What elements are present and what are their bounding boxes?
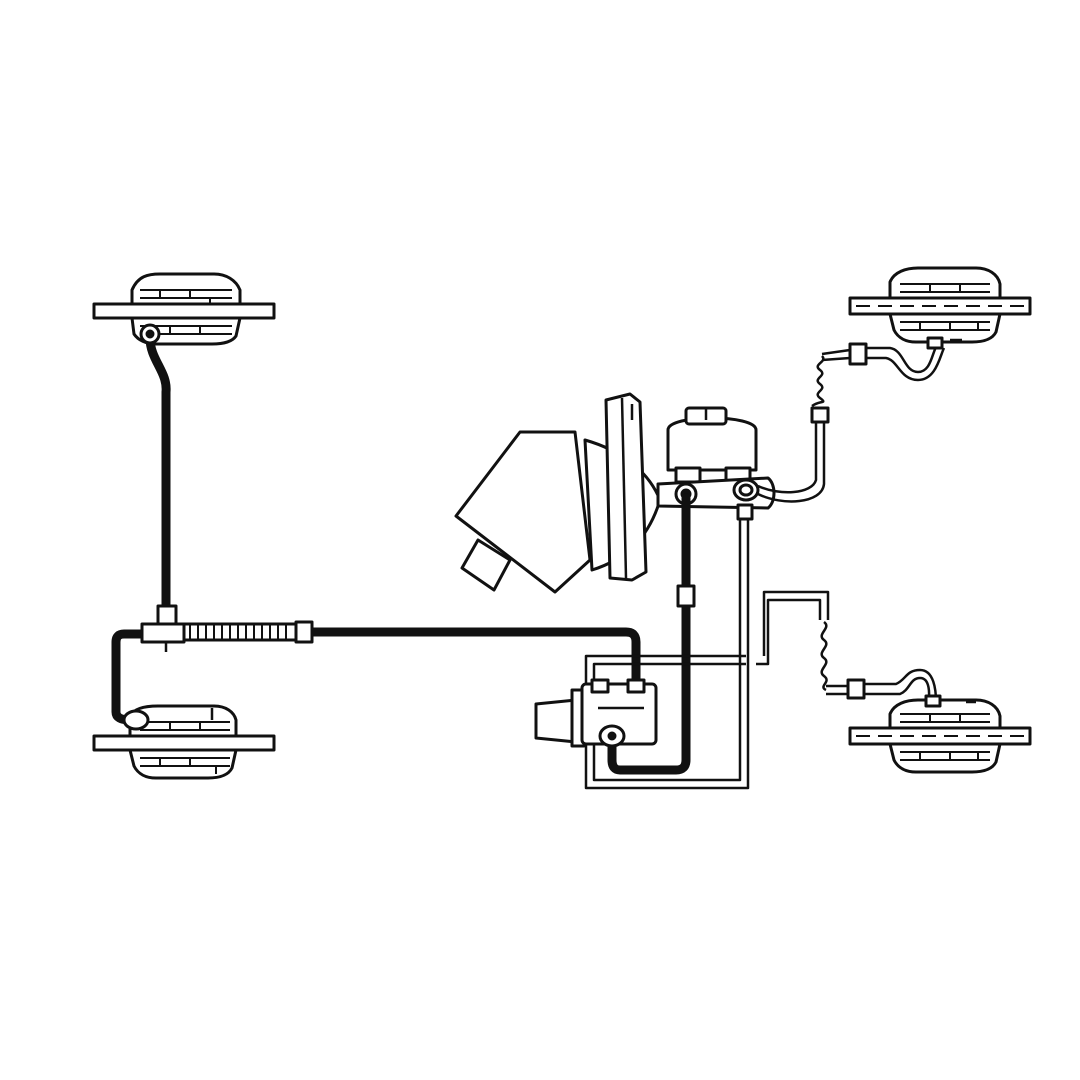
line-to-regulator: [301, 627, 641, 685]
flex-hose-front-upper: [810, 342, 946, 424]
line-front-upper-a: [757, 420, 818, 494]
rear-right-disc: [848, 296, 1032, 316]
hose-upper-nut-bottom: [810, 406, 830, 424]
master-lower-fitting: [736, 503, 754, 521]
booster-disc-rim: [620, 397, 628, 579]
tee-junction: [140, 604, 186, 652]
valve-cone: [534, 698, 578, 744]
hose-lower-coils: [820, 621, 828, 692]
flex-hose-front-lower: [820, 621, 938, 705]
valve-port-top-right: [626, 678, 646, 694]
master-cylinder: [656, 406, 776, 521]
reservoir-neck-left: [674, 466, 702, 484]
booster-disc: [604, 392, 648, 582]
line-front-upper-b: [757, 420, 826, 503]
line-front-lower-a: [756, 598, 822, 666]
front-left-disc: [92, 734, 276, 752]
front-left-hatching: [140, 721, 230, 774]
brake-caliper-front-right: [848, 694, 1032, 774]
brake-booster: [454, 392, 662, 594]
hose-lower-to-caliper: [864, 668, 938, 705]
line-coupling: [676, 584, 696, 608]
line-front-lower-b: [762, 590, 830, 656]
front-left-caliper-bottom: [128, 748, 238, 780]
front-right-disc: [848, 726, 1032, 746]
brake-caliper-rear-left: [92, 272, 276, 346]
steering-shaft: [460, 538, 512, 592]
rear-right-inlet-fitting: [926, 336, 944, 350]
flex-hose-rear: [178, 620, 314, 644]
rear-left-bleed-hole: [145, 329, 155, 339]
pressure-regulator-valve: [534, 678, 658, 748]
line-front-left-loop: [111, 629, 153, 725]
brake-caliper-rear-right: [848, 266, 1032, 350]
valve-port-top-left: [590, 678, 610, 694]
rear-left-disc: [92, 302, 276, 320]
hose-lower-link: [826, 684, 848, 696]
valve-port-bottom-hole: [607, 731, 617, 741]
tee-body: [140, 622, 186, 644]
line-master-to-regulator: [607, 599, 691, 775]
reservoir: [666, 416, 758, 472]
flex-hose-coils: [189, 624, 287, 640]
line-master-loop-inner: [584, 518, 750, 790]
front-brake-lines: [584, 420, 830, 790]
booster-cone: [454, 430, 592, 594]
front-right-hatching: [900, 713, 990, 761]
rear-right-caliper-bottom: [888, 312, 1002, 344]
hose-upper-coils: [811, 355, 825, 408]
line-master-loop-outer: [592, 518, 742, 782]
hose-lower-nut: [846, 678, 866, 700]
rear-left-hatching: [140, 289, 232, 335]
master-port-right-hole: [738, 483, 754, 497]
front-left-inlet-fitting: [122, 709, 150, 731]
hose-upper-link: [821, 348, 851, 362]
flex-hose-nut: [294, 620, 314, 644]
front-right-inlet-fitting: [924, 694, 942, 708]
brake-caliper-front-left: [92, 704, 276, 780]
hose-upper-nut-top: [848, 342, 868, 366]
hose-upper-to-caliper: [866, 343, 946, 382]
rear-right-hatching: [900, 283, 990, 331]
front-right-caliper-bottom: [888, 742, 1002, 774]
